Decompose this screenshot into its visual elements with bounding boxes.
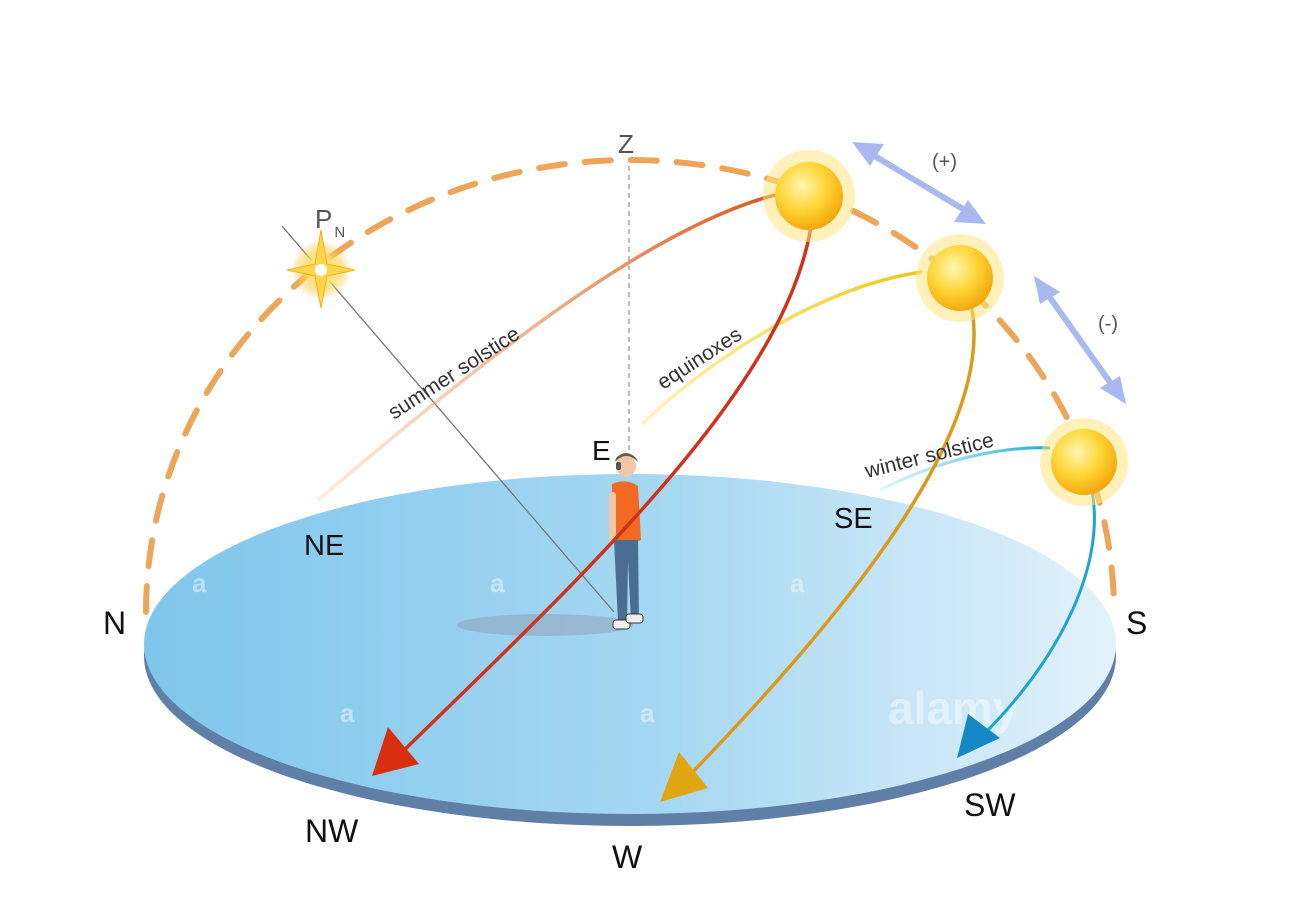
summer-sun-icon <box>763 150 855 242</box>
winter-solstice-path <box>879 446 1051 492</box>
pole-star-icon <box>286 229 356 309</box>
increase-label: (+) <box>932 151 957 173</box>
summer-arrowhead-icon <box>372 727 419 776</box>
increase-arrow-icon <box>852 142 986 224</box>
equinox-arrowhead-icon <box>660 752 708 802</box>
observer-shadow <box>457 614 633 636</box>
winter-arrowhead-icon <box>957 714 1000 758</box>
direction-southeast: SE <box>834 503 873 535</box>
svg-text:a: a <box>192 568 207 598</box>
watermark-layer: a a a a a alamy <box>192 568 1019 734</box>
summer-descent-path <box>396 219 814 758</box>
direction-southwest: SW <box>964 787 1016 823</box>
watermark-text: alamy <box>888 682 1019 734</box>
direction-south: S <box>1126 605 1147 641</box>
svg-text:a: a <box>790 568 805 598</box>
equinox-descent-path <box>681 299 976 784</box>
direction-east: E <box>592 435 611 466</box>
equinox-sun-icon <box>916 234 1004 322</box>
summer-solstice-path <box>316 193 776 502</box>
observer-figure <box>609 453 644 630</box>
equinox-path <box>640 270 923 426</box>
direction-northeast: NE <box>304 530 344 562</box>
summer-solstice-label: summer solstice <box>384 322 524 424</box>
svg-text:a: a <box>490 568 505 598</box>
direction-north: N <box>103 605 126 641</box>
direction-west: W <box>612 839 643 875</box>
meridian-arc <box>143 157 1117 615</box>
direction-northwest: NW <box>305 813 359 849</box>
winter-descent-path <box>978 481 1096 740</box>
pole-letter: P <box>315 204 332 234</box>
zenith-label: Z <box>618 129 634 159</box>
decrease-arrow-icon <box>1034 276 1126 404</box>
winter-sun-icon <box>1040 418 1128 506</box>
svg-text:a: a <box>640 698 655 728</box>
svg-text:a: a <box>340 698 355 728</box>
decrease-label: (-) <box>1098 313 1118 335</box>
equinox-label: equinoxes <box>653 323 746 394</box>
pole-subscript: N <box>334 224 345 241</box>
